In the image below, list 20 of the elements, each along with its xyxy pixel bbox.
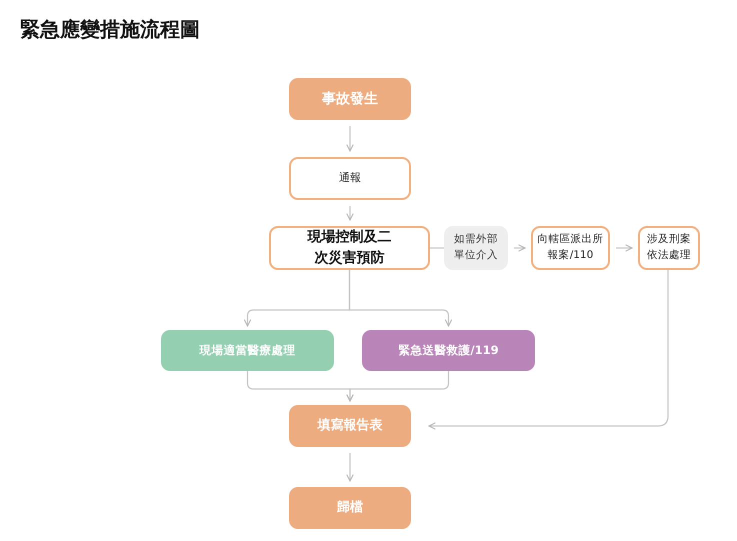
process-box: 事故發生 <box>289 78 411 120</box>
process-box: 涉及刑案依法處理 <box>638 226 700 270</box>
process-box: 通報 <box>289 157 411 200</box>
process-box: 歸檔 <box>289 487 411 529</box>
process-box: 現場控制及二次災害預防 <box>269 226 430 270</box>
arrow <box>616 244 633 252</box>
connector-line <box>430 247 444 249</box>
title: 緊急應變措施流程圖 <box>20 16 200 43</box>
arrow <box>346 126 354 152</box>
process-box: 現場適當醫療處理 <box>161 330 334 371</box>
arrow <box>346 206 354 221</box>
process-box: 向轄區派出所報案/110 <box>531 226 610 270</box>
process-box: 填寫報告表 <box>289 405 411 447</box>
arrow <box>346 371 450 402</box>
process-box: 緊急送醫救護/119 <box>362 330 535 371</box>
arrow <box>514 244 526 252</box>
arrow <box>348 270 452 327</box>
arrow <box>346 453 354 482</box>
arrow <box>428 270 669 430</box>
condition-box: 如需外部單位介入 <box>444 226 508 270</box>
